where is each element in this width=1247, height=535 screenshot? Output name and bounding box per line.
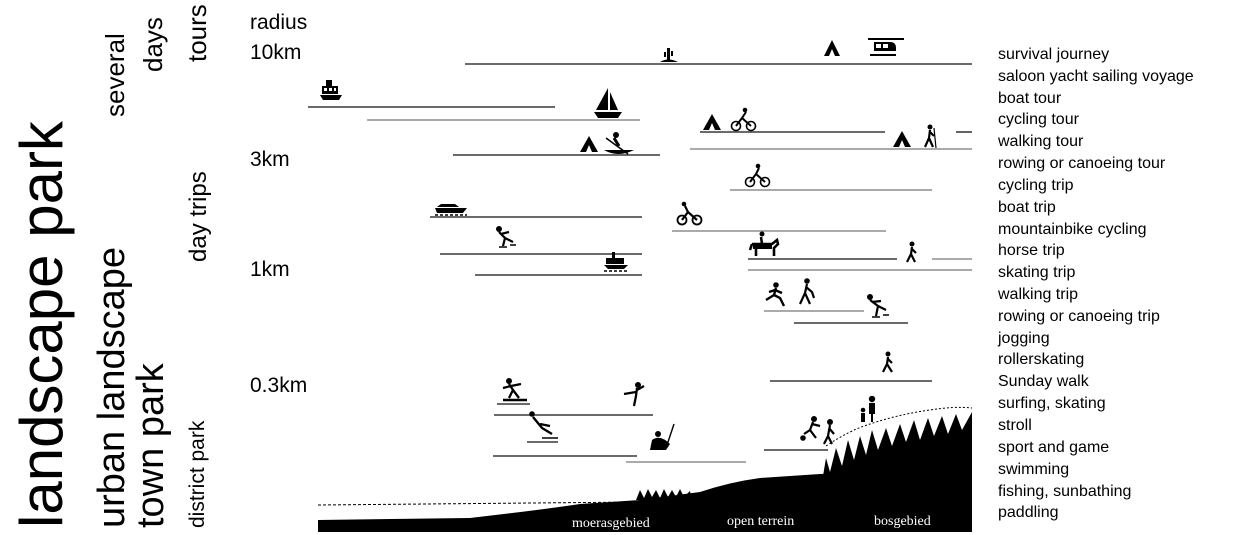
activity-label: surfing, skating [998, 395, 1106, 412]
activity-label: cycling tour [998, 111, 1080, 128]
activity-label: survival journey [998, 46, 1109, 63]
radius-1km: 1km [250, 258, 290, 281]
activity-label: rollerskating [998, 351, 1084, 368]
activity-label: saloon yacht sailing voyage [998, 68, 1194, 85]
terrain-label-marsh: moerasgebied [572, 516, 650, 531]
steamboat-icon [320, 80, 342, 100]
activity-label: mountainbike cycling [998, 221, 1147, 238]
cactus-icon [660, 48, 678, 62]
activity-label: skating trip [998, 264, 1075, 281]
activity-label: rowing or canoeing trip [998, 308, 1160, 325]
cyclist-icon [732, 108, 756, 131]
activity-label: walking trip [997, 286, 1078, 303]
walker-icon [800, 278, 814, 304]
activity-label: boat trip [998, 199, 1056, 216]
tent-icon [824, 40, 840, 56]
horse-rider-icon [750, 232, 778, 257]
ball-player-icon [800, 416, 834, 444]
activity-label: stroll [998, 417, 1032, 434]
activity-label: rowing or canoeing tour [998, 155, 1166, 172]
cyclist-icon [746, 164, 770, 187]
radius-10km: 10km [250, 41, 301, 64]
mountainbike-icon [678, 202, 702, 225]
activity-label: Sunday walk [998, 373, 1090, 390]
skater-icon [624, 382, 644, 406]
radius-3km: 3km [250, 148, 290, 171]
label-tours: tours [182, 4, 212, 62]
activity-label: fishing, sunbathing [998, 483, 1131, 500]
activity-label: sport and game [998, 439, 1109, 456]
motorboat-icon [435, 204, 467, 215]
family-icon [861, 396, 876, 422]
activity-label: jogging [997, 330, 1050, 347]
helicopter-icon [868, 38, 904, 56]
activity-label: horse trip [998, 242, 1065, 259]
steamboat-icon [604, 252, 628, 271]
activity-label: cycling trip [998, 177, 1074, 194]
activity-label: paddling [998, 504, 1059, 521]
terrain-label-open: open terrein [727, 514, 794, 529]
activity-label: boat tour [998, 90, 1062, 107]
activity-label: swimming [998, 461, 1069, 478]
walker-icon [883, 352, 892, 373]
walker-icon [907, 242, 916, 263]
label-day-trips: day trips [185, 171, 212, 262]
label-town-park: town park [130, 362, 172, 528]
fisher-icon [650, 424, 674, 450]
surfer-icon [503, 378, 527, 400]
canoe-icon [604, 132, 634, 154]
radius-heading: radius [250, 11, 307, 34]
activity-list: survival journey saloon yacht sailing vo… [997, 46, 1194, 521]
terrain-label-forest: bosgebied [874, 514, 931, 529]
tent-icon [893, 131, 911, 147]
label-district-park: district park [186, 420, 209, 528]
label-several: several [100, 33, 130, 117]
activity-label: walking tour [997, 133, 1084, 150]
runner-icon [766, 282, 784, 306]
forest-canopy [822, 412, 972, 486]
skater-icon [496, 226, 516, 247]
sailboat-icon [594, 88, 622, 118]
skater-icon [867, 294, 889, 317]
label-urban-landscape: urban landscape [91, 247, 133, 528]
tent-icon [703, 114, 721, 130]
range-lines [308, 64, 972, 462]
tent-icon [580, 136, 598, 152]
label-landscape-park: landscape park [8, 120, 75, 528]
label-days: days [138, 17, 168, 72]
radius-0-3km: 0.3km [250, 374, 307, 397]
hiker-icon [925, 125, 936, 149]
